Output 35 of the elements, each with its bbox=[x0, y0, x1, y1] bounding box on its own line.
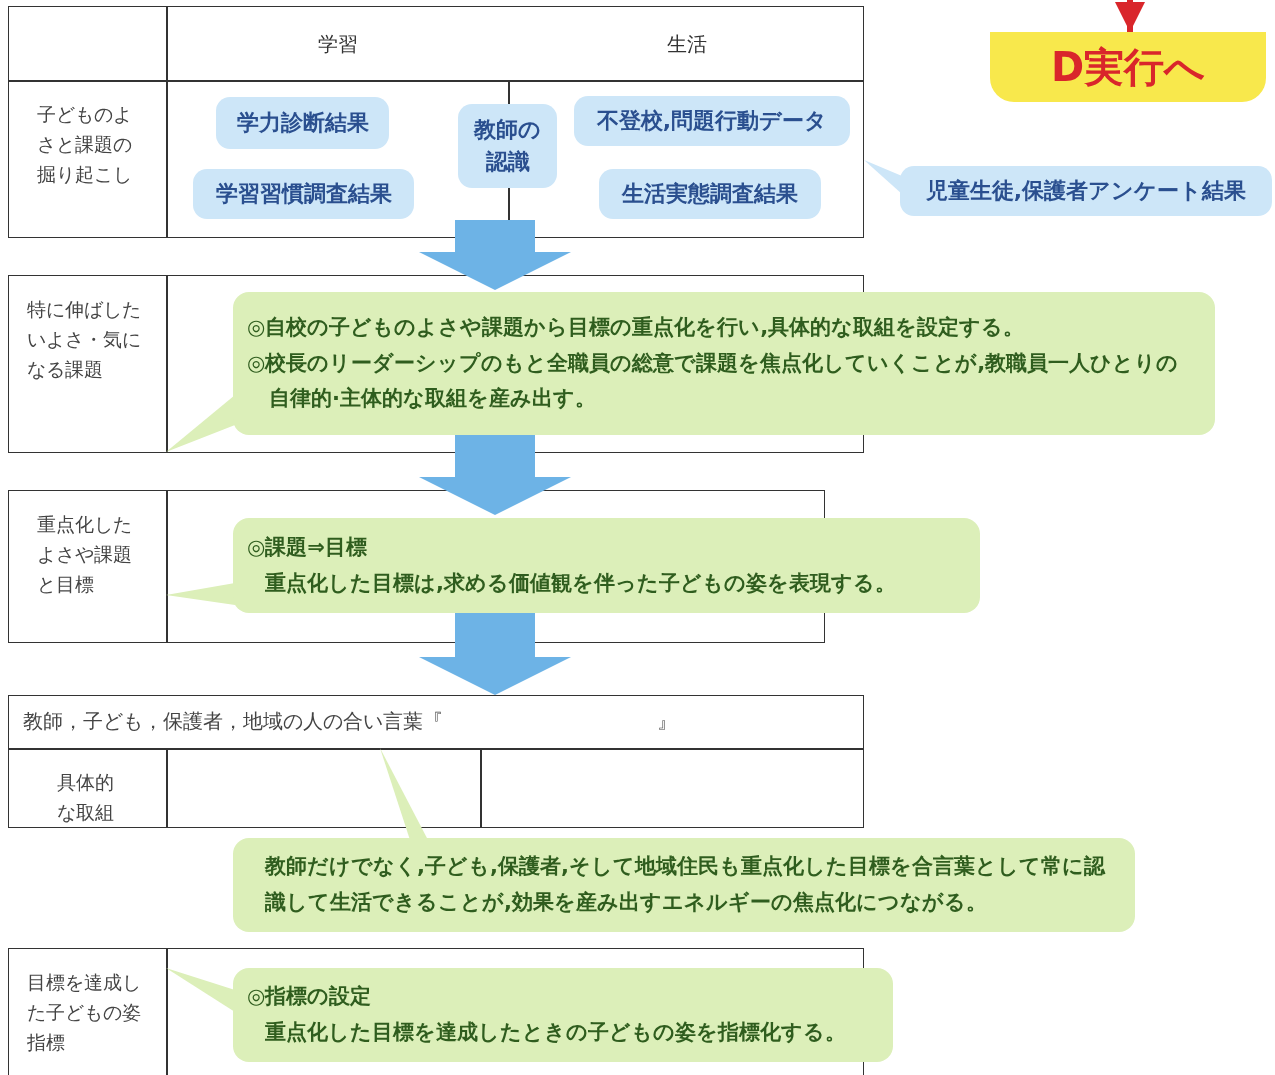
flow-arrow bbox=[419, 435, 571, 515]
table-frame bbox=[8, 6, 864, 238]
callout-text: ◎校長のリーダーシップのもと全職員の総意で課題を焦点化していくことが,教職員一人ひとりの自律的·主体的な取組を産み出す。 bbox=[247, 349, 1180, 413]
arrow bbox=[1115, 0, 1145, 32]
callout-tail bbox=[166, 583, 235, 605]
row-heading: 重点化したよさや課題と目標 bbox=[37, 512, 133, 597]
callout-bubble bbox=[233, 292, 1215, 435]
flow-arrow bbox=[419, 220, 571, 290]
callout-text: ◎指標の設定 bbox=[247, 983, 373, 1011]
column-heading: 生活 bbox=[667, 30, 707, 58]
row-heading: 具体的な取組 bbox=[57, 770, 115, 825]
data-chip: 学力診断結果 bbox=[216, 97, 389, 149]
row-heading: 子どものよさと課題の掘り起こし bbox=[37, 102, 133, 187]
callout-text: ◎自校の子どものよさや課題から目標の重点化を行い,具体的な取組を設定する。 bbox=[247, 313, 1026, 341]
callout-text: 重点化した目標を達成したときの子どもの姿を指標化する。 bbox=[264, 1019, 847, 1046]
column-heading: 学習 bbox=[318, 30, 358, 58]
callout-text: 重点化した目標は,求める価値観を伴った子どもの姿を表現する。 bbox=[264, 569, 897, 597]
table-frame bbox=[8, 695, 864, 828]
row-heading: 目標を達成した子どもの姿指標 bbox=[27, 970, 142, 1055]
prompt-text: 教師，子ども，保護者，地域の人の合い言葉『 bbox=[23, 708, 443, 735]
data-chip: 不登校,問題行動データ bbox=[574, 96, 850, 146]
callout-tail bbox=[864, 160, 902, 194]
action-box: D実行へ bbox=[990, 32, 1266, 102]
callout-tail bbox=[166, 968, 235, 1012]
callout-bubble bbox=[233, 518, 980, 613]
callout-tail bbox=[380, 748, 428, 840]
closing-bracket: 』 bbox=[657, 708, 677, 735]
callout-text: 教師だけでなく,子ども,保護者,そして地域住民も重点化した目標を合言葉として常に認識して生活できることが,効果を産み出すエネルギーの焦点化につながる。 bbox=[263, 853, 1107, 916]
data-chip: 生活実態調査結果 bbox=[599, 169, 821, 219]
callout-text: ◎課題⇒目標 bbox=[247, 533, 368, 561]
data-chip: 学習習慣調査結果 bbox=[193, 169, 414, 219]
data-chip: 教師の認識 bbox=[458, 104, 557, 188]
flow-arrow bbox=[419, 613, 571, 695]
callout-tail bbox=[166, 395, 235, 452]
row-heading: 特に伸ばしたいよさ・気になる課題 bbox=[27, 297, 142, 382]
